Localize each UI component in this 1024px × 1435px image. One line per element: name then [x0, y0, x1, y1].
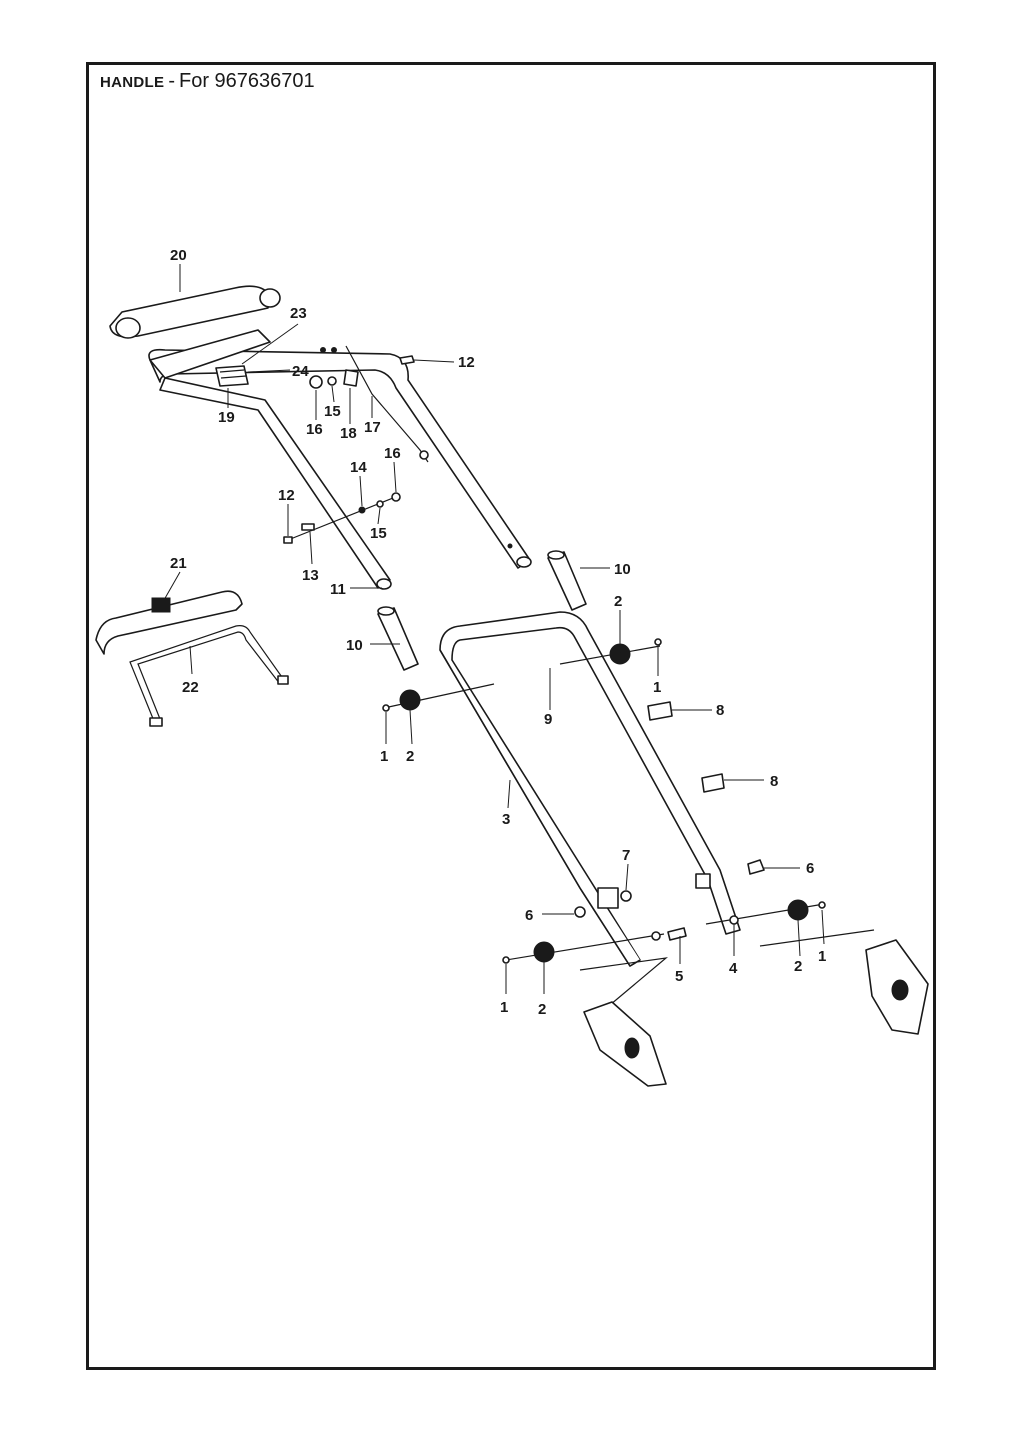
callout-7: 7 [622, 847, 630, 864]
part-8-clip-upper [647, 701, 673, 721]
callout-24: 24 [292, 363, 309, 380]
callout-2c: 2 [794, 958, 802, 975]
part-2-knob-left [502, 933, 665, 964]
callout-14: 14 [350, 459, 367, 476]
part-12-screw-upper [399, 355, 415, 365]
callout-11: 11 [330, 581, 346, 598]
part-2-knob-upper [559, 638, 662, 665]
callout-15: 15 [324, 403, 341, 420]
page-title: HANDLE-For 967636701 [100, 70, 315, 93]
part-17-cable [345, 345, 429, 463]
callout-10b: 10 [346, 637, 363, 654]
bracket-plate-left [579, 957, 668, 1087]
callout-2: 2 [614, 593, 622, 610]
callout-2d: 2 [538, 1001, 546, 1018]
title-separator: - [168, 70, 175, 92]
callout-labels: 20 23 24 12 19 15 16 18 17 16 14 12 15 1… [170, 247, 826, 1018]
callout-2b: 2 [406, 748, 414, 765]
callout-1c: 1 [818, 948, 826, 965]
callout-4: 4 [729, 960, 738, 977]
callout-12: 12 [458, 354, 475, 371]
leader-lines [163, 264, 825, 994]
callout-8: 8 [716, 702, 724, 719]
part-20-grip [109, 285, 281, 339]
hardware-lower [574, 859, 765, 941]
part-24-clip [215, 365, 249, 387]
part-3-lower-handle [439, 611, 741, 967]
callout-10: 10 [614, 561, 631, 578]
part-21-bail [95, 590, 243, 655]
callout-16: 16 [306, 421, 323, 438]
callout-9: 9 [544, 711, 552, 728]
callout-6: 6 [806, 860, 814, 877]
callout-16b: 16 [384, 445, 401, 462]
bracket-plate-right [759, 929, 929, 1035]
callout-21: 21 [170, 555, 187, 572]
callout-8b: 8 [770, 773, 778, 790]
small-hardware-upper [309, 369, 359, 389]
part-8-clip-lower [701, 773, 725, 793]
part-10-sleeve-right [547, 550, 587, 611]
callout-1d: 1 [500, 999, 508, 1016]
part-10-sleeve-left [377, 606, 419, 671]
callout-17: 17 [364, 419, 381, 436]
part-2-knob-right [705, 899, 826, 925]
callout-23: 23 [290, 305, 307, 322]
callout-3: 3 [502, 811, 510, 828]
callout-15b: 15 [370, 525, 387, 542]
part-19-upper-handle [148, 329, 532, 590]
part-22-rod [129, 625, 289, 727]
callout-5: 5 [675, 968, 683, 985]
title-model: For 967636701 [178, 70, 315, 92]
callout-12b: 12 [278, 487, 295, 504]
hardware-mid [283, 492, 401, 544]
callout-6b: 6 [525, 907, 533, 924]
part-2-knob-mid [382, 683, 495, 712]
callout-1: 1 [653, 679, 661, 696]
title-main: HANDLE [100, 74, 165, 91]
callout-22: 22 [182, 679, 199, 696]
callout-13: 13 [302, 567, 319, 584]
callout-18: 18 [340, 425, 357, 442]
callout-19: 19 [218, 409, 235, 426]
callout-20: 20 [170, 247, 187, 264]
callout-1b: 1 [380, 748, 388, 765]
diagram-frame [86, 62, 936, 1370]
